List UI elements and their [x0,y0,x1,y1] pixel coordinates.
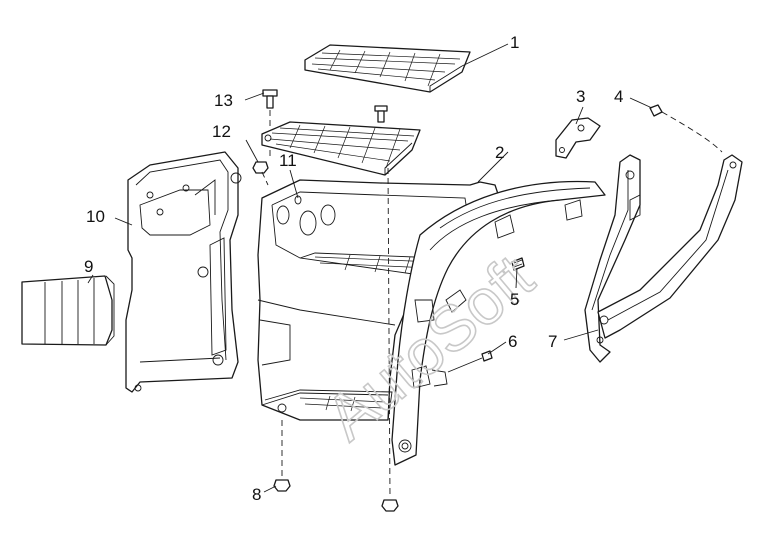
callout-1: 1 [510,33,519,52]
part-13-bolt-b [374,105,388,123]
callout-7: 7 [548,332,557,351]
callout-11: 11 [279,151,297,170]
callout-3: 3 [576,87,585,106]
fender-arch [391,180,606,466]
callout-13: 13 [214,91,233,110]
part-11-boss [294,195,302,205]
callout-9: 9 [84,257,93,276]
callout-6: 6 [508,332,517,351]
part-8-nut [273,420,291,492]
callout-2: 2 [495,143,504,162]
callout-5: 5 [510,290,519,309]
part-step-grating-lower [261,121,421,176]
part-1-step-plate [304,44,471,93]
part-12-nut [252,161,269,186]
part-3-bracket [555,117,601,159]
part-13-bolt [262,89,278,160]
callout-8: 8 [252,485,261,504]
bottom-nut-b [381,167,399,512]
callout-labels: 1 2 3 4 5 6 7 8 9 10 11 12 13 [84,33,623,504]
part-4-bolt [649,104,723,153]
callout-4: 4 [614,87,623,106]
part-7-support-arm [584,154,743,363]
callout-12: 12 [212,122,231,141]
callout-leaders [87,43,653,493]
part-5-clip [511,257,525,271]
part-9-cover [21,275,115,346]
part-10-side-bracket [125,151,242,393]
callout-10: 10 [86,207,105,226]
